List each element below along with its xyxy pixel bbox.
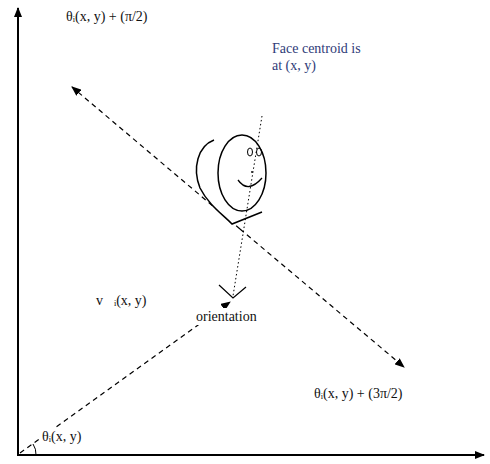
angle-label: θᵢ(x, y) [40,428,83,445]
centroid-note: Face centroid is at (x, y) [270,40,374,74]
smile [238,178,262,187]
eye [257,148,262,156]
vector-label: v⃗ᵢ(x, y) [94,292,149,309]
face [218,135,266,211]
orientation-label: orientation [194,308,259,325]
angle-arc [33,444,36,455]
perpendicular-arrow [240,229,404,367]
angle-label: θᵢ(x, y) + (3π/2) [312,385,405,402]
orientation-arrowhead [219,285,246,298]
eye [248,148,253,156]
y-axis [17,8,19,456]
orientation-axis [233,116,262,296]
x-axis [17,454,484,456]
angle-label: θᵢ(x, y) + (π/2) [64,8,150,25]
